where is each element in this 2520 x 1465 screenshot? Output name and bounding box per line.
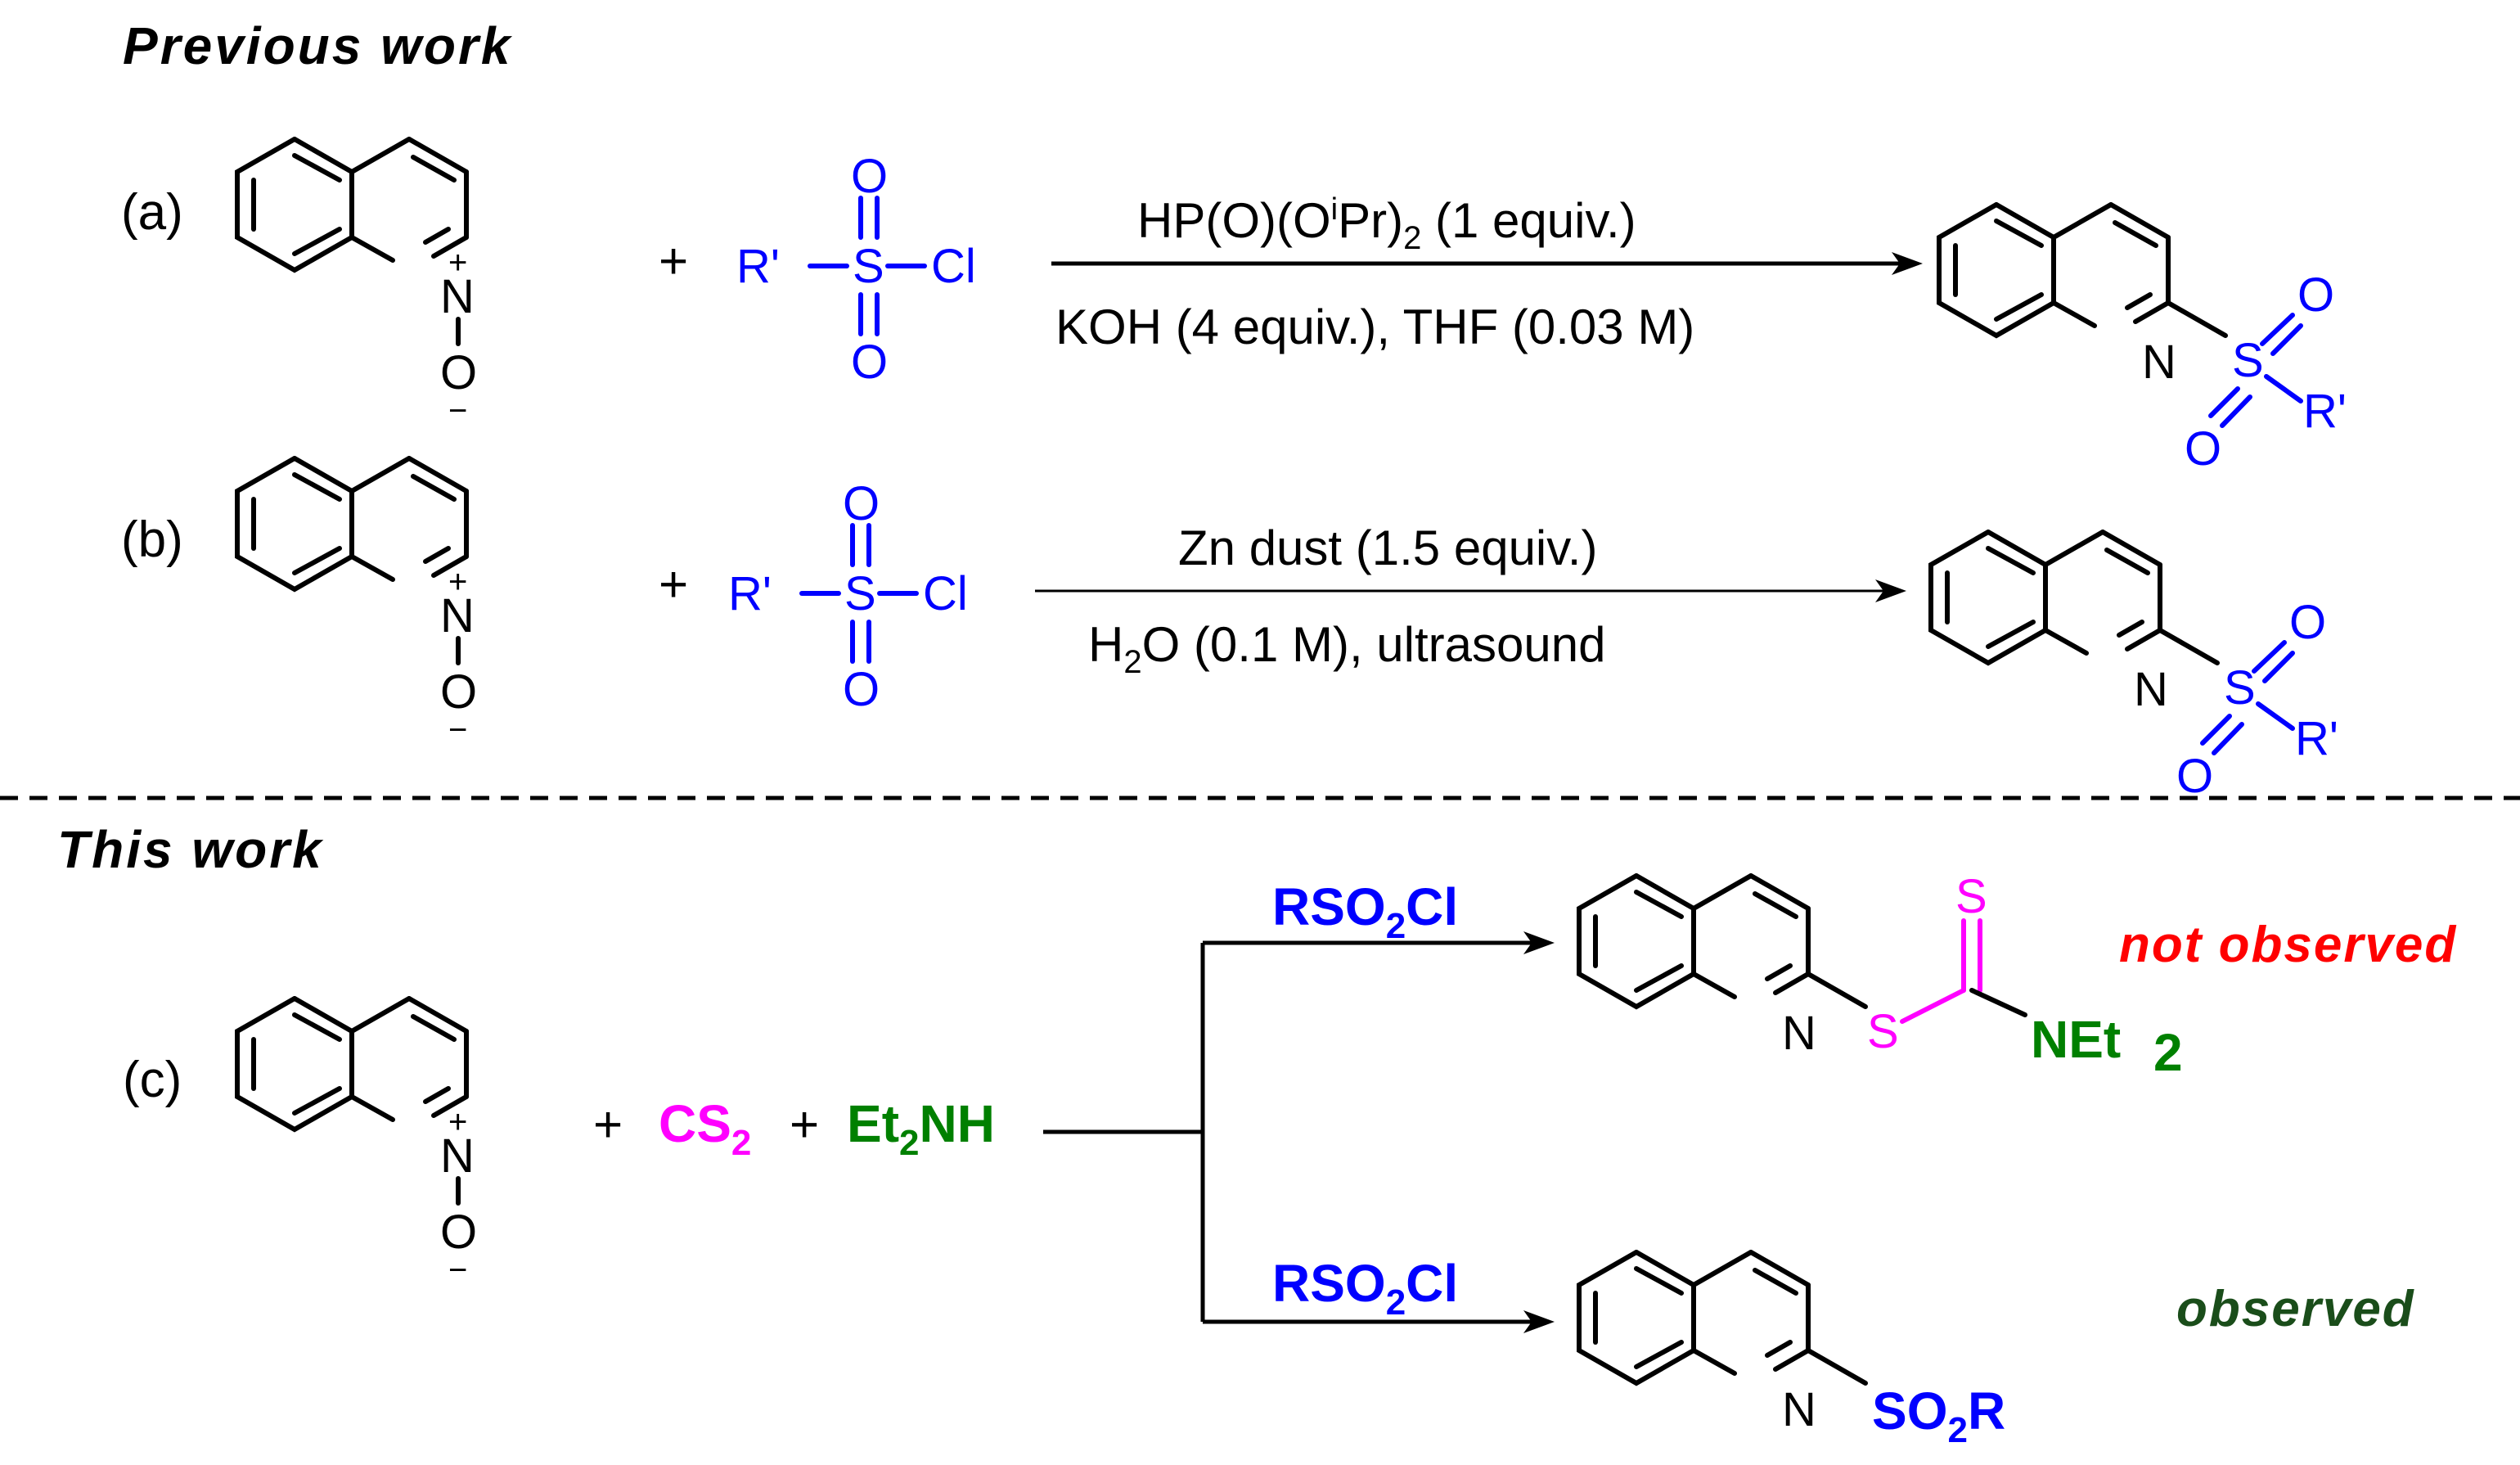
plus-c1: + bbox=[593, 1097, 623, 1153]
quinoline-sulfone-b: N S O O R' bbox=[1931, 532, 2338, 803]
plus-b: + bbox=[659, 557, 688, 613]
svg-text:O: O bbox=[2289, 596, 2326, 649]
not-observed-label: not observed bbox=[2119, 917, 2457, 973]
svg-text:R': R' bbox=[728, 567, 772, 620]
conditions-a-top: HP(O)(OiPr)2 (1 equiv.) bbox=[1137, 192, 1636, 256]
svg-text:+: + bbox=[448, 564, 467, 600]
svg-text:O: O bbox=[2185, 422, 2221, 476]
svg-text:N: N bbox=[2134, 663, 2168, 716]
svg-text:N: N bbox=[1782, 1383, 1816, 1436]
conditions-b-top: Zn dust (1.5 equiv.) bbox=[1178, 521, 1597, 575]
svg-text:N: N bbox=[440, 270, 475, 323]
svg-text:−: − bbox=[448, 712, 467, 748]
svg-text:2: 2 bbox=[2153, 1023, 2183, 1082]
svg-text:O: O bbox=[843, 477, 880, 530]
svg-text:SO2R: SO2R bbox=[1872, 1382, 2005, 1450]
svg-text:S: S bbox=[853, 240, 884, 293]
svg-text:O: O bbox=[440, 346, 477, 399]
svg-text:S: S bbox=[2224, 661, 2256, 714]
svg-text:+: + bbox=[448, 1104, 467, 1140]
plus-c2: + bbox=[790, 1097, 819, 1153]
carbon-disulfide: CS2 bbox=[659, 1094, 751, 1163]
svg-text:S: S bbox=[844, 567, 876, 620]
svg-text:O: O bbox=[851, 336, 888, 389]
svg-text:S: S bbox=[2232, 334, 2264, 387]
quinoline-n-oxide-c: N + O − bbox=[237, 998, 477, 1288]
observed-label: observed bbox=[2176, 1281, 2415, 1337]
this-work-heading: This work bbox=[57, 820, 324, 879]
svg-text:R': R' bbox=[736, 240, 780, 293]
svg-text:O: O bbox=[2176, 750, 2213, 803]
reagent-top: RSO2Cl bbox=[1272, 877, 1458, 946]
label-a: (a) bbox=[121, 184, 183, 241]
quinoline-sulfone-c: N SO2R bbox=[1579, 1252, 2005, 1450]
svg-text:R': R' bbox=[2295, 712, 2338, 765]
svg-text:Cl: Cl bbox=[931, 240, 976, 293]
svg-text:R': R' bbox=[2303, 385, 2347, 438]
svg-text:N: N bbox=[2142, 336, 2176, 389]
svg-text:−: − bbox=[448, 1252, 467, 1288]
svg-text:O: O bbox=[440, 1206, 477, 1259]
svg-text:NEt: NEt bbox=[2031, 1010, 2121, 1069]
sulfonyl-chloride-b: R' S Cl O O bbox=[728, 477, 968, 716]
svg-text:N: N bbox=[1782, 1007, 1816, 1060]
quinoline-sulfone-a: N S O O R' bbox=[1939, 205, 2347, 476]
conditions-a-bottom: KOH (4 equiv.), THF (0.03 M) bbox=[1055, 300, 1694, 354]
diethylamine: Et2NH bbox=[847, 1094, 995, 1163]
previous-work-heading: Previous work bbox=[123, 16, 513, 75]
arrow-a bbox=[1051, 252, 1923, 275]
svg-text:S: S bbox=[1955, 870, 1987, 923]
quinoline-dithiocarbamate: N S S NEt 2 bbox=[1579, 870, 2183, 1082]
svg-text:Cl: Cl bbox=[923, 567, 968, 620]
label-c: (c) bbox=[123, 1052, 182, 1108]
svg-text:O: O bbox=[851, 150, 888, 203]
svg-text:+: + bbox=[448, 245, 467, 281]
plus-a: + bbox=[659, 233, 688, 290]
svg-text:N: N bbox=[440, 589, 475, 642]
label-b: (b) bbox=[121, 512, 183, 568]
arrow-b bbox=[1035, 579, 1906, 602]
svg-text:N: N bbox=[440, 1129, 475, 1183]
sulfonyl-chloride-a: R' S Cl O O bbox=[736, 150, 976, 389]
branch-arrows bbox=[1043, 931, 1555, 1333]
svg-text:S: S bbox=[1867, 1005, 1899, 1058]
reagent-bottom: RSO2Cl bbox=[1272, 1254, 1458, 1323]
conditions-b-bottom: H2O (0.1 M), ultrasound bbox=[1088, 617, 1606, 680]
quinoline-n-oxide-b: N + O − bbox=[237, 458, 477, 748]
svg-text:O: O bbox=[2297, 268, 2334, 322]
svg-text:O: O bbox=[440, 665, 477, 719]
svg-text:O: O bbox=[843, 663, 880, 716]
quinoline-n-oxide-a: N + O − bbox=[237, 139, 477, 429]
svg-text:−: − bbox=[448, 393, 467, 429]
